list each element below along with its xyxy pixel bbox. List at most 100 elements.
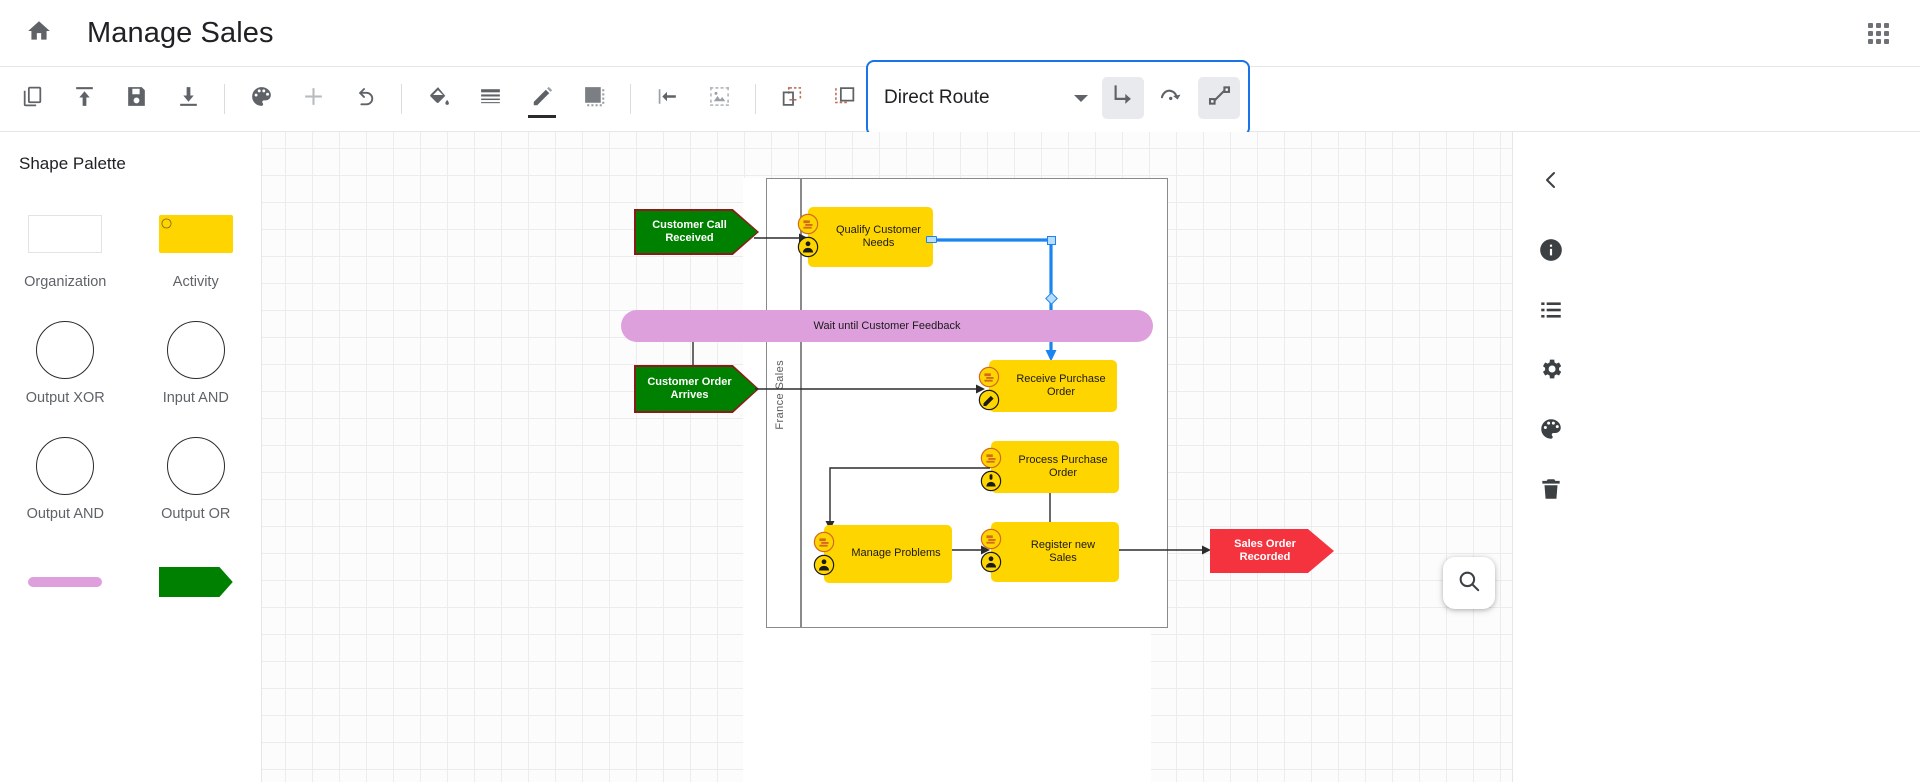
orthogonal-route-icon bbox=[1110, 82, 1137, 114]
bring-forward-button[interactable] bbox=[822, 77, 866, 121]
theme-palette-button[interactable] bbox=[239, 77, 283, 121]
delete-button[interactable] bbox=[1525, 465, 1577, 517]
document-badge-icon bbox=[980, 447, 1002, 469]
page-title: Manage Sales bbox=[87, 16, 274, 49]
palette-item-label: Activity bbox=[172, 274, 219, 290]
send-backward-button[interactable] bbox=[770, 77, 814, 121]
machine-badge-icon bbox=[980, 470, 1002, 492]
copy-button[interactable] bbox=[10, 77, 54, 121]
person-badge-icon bbox=[813, 554, 835, 576]
collapse-panel-button[interactable] bbox=[1525, 156, 1577, 208]
document-badge-icon bbox=[813, 531, 835, 553]
shadow-button[interactable] bbox=[572, 77, 616, 121]
activity-qualify-customer-needs[interactable]: Qualify Customer Needs bbox=[797, 207, 933, 267]
palette-item-input-and[interactable]: Input AND bbox=[131, 308, 262, 412]
pencil-icon bbox=[530, 84, 555, 114]
add-button[interactable] bbox=[291, 77, 335, 121]
insert-image-button[interactable] bbox=[697, 77, 741, 121]
shape-palette-panel: Shape Palette Organization bbox=[0, 132, 262, 782]
activity-label: Receive Purchase Order bbox=[1016, 372, 1106, 398]
activity-label: Manage Problems bbox=[851, 547, 941, 560]
activity-badges bbox=[813, 531, 835, 576]
fill-color-icon bbox=[426, 84, 451, 114]
connector-order-to-receive[interactable] bbox=[755, 383, 990, 395]
palette-item-event[interactable] bbox=[131, 540, 262, 628]
selected-connector[interactable] bbox=[926, 232, 1070, 372]
circle-shape-icon bbox=[166, 314, 225, 386]
save-icon bbox=[124, 84, 149, 114]
bar-shape-icon bbox=[28, 546, 103, 618]
palette-icon bbox=[1538, 416, 1564, 447]
bring-forward-icon bbox=[832, 84, 857, 114]
list-button[interactable] bbox=[1525, 286, 1577, 338]
curved-route-button[interactable] bbox=[1150, 77, 1192, 119]
palette-icon bbox=[249, 84, 274, 114]
route-control-panel: Direct Route bbox=[866, 60, 1250, 136]
activity-badges bbox=[980, 528, 1002, 573]
undo-icon bbox=[353, 84, 378, 114]
person-badge-icon bbox=[980, 551, 1002, 573]
connector-register-to-recorded[interactable] bbox=[1119, 544, 1219, 556]
fill-color-button[interactable] bbox=[416, 77, 460, 121]
diagram-canvas[interactable]: France Sales Customer Call Received bbox=[262, 132, 1512, 782]
activity-receive-purchase-order[interactable]: Receive Purchase Order bbox=[978, 360, 1117, 412]
chevron-down-icon bbox=[1074, 94, 1088, 102]
activity-label: Process Purchase Order bbox=[1018, 453, 1108, 479]
shape-palette-grid: Organization Activity Output XOR bbox=[0, 192, 261, 628]
settings-button[interactable] bbox=[1525, 345, 1577, 397]
event-customer-call-received[interactable]: Customer Call Received bbox=[634, 209, 759, 255]
line-style-button[interactable] bbox=[468, 77, 512, 121]
route-type-dropdown[interactable]: Direct Route bbox=[884, 76, 1096, 120]
event-customer-order-arrives[interactable]: Customer Order Arrives bbox=[634, 365, 759, 413]
activity-register-new-sales[interactable]: Register new Sales bbox=[980, 522, 1119, 582]
circle-shape-icon bbox=[36, 314, 95, 386]
organization-shape-icon bbox=[28, 198, 103, 270]
right-tool-rail bbox=[1443, 132, 1920, 782]
align-left-button[interactable] bbox=[645, 77, 689, 121]
palette-item-output-and[interactable]: Output AND bbox=[0, 424, 131, 528]
undo-button[interactable] bbox=[343, 77, 387, 121]
apps-menu-button[interactable] bbox=[1858, 13, 1898, 53]
connector-source-handle[interactable] bbox=[926, 236, 937, 243]
theme-button[interactable] bbox=[1525, 405, 1577, 457]
palette-item-output-xor[interactable]: Output XOR bbox=[0, 308, 131, 412]
route-type-value: Direct Route bbox=[884, 87, 990, 108]
shape-palette-title: Shape Palette bbox=[19, 154, 126, 173]
home-icon bbox=[26, 18, 52, 49]
toolbar-divider bbox=[401, 84, 402, 114]
direct-route-button[interactable] bbox=[1198, 77, 1240, 119]
connector-process-to-manage[interactable] bbox=[824, 462, 999, 534]
activity-manage-problems[interactable]: Manage Problems bbox=[813, 525, 952, 583]
search-icon bbox=[1456, 568, 1482, 599]
event-sales-order-recorded[interactable]: Sales Order Recorded bbox=[1210, 529, 1334, 573]
activity-label: Qualify Customer Needs bbox=[836, 223, 921, 249]
palette-item-output-or[interactable]: Output OR bbox=[131, 424, 262, 528]
connector-manage-to-register[interactable] bbox=[952, 544, 997, 556]
search-fab-button[interactable] bbox=[1443, 557, 1495, 609]
palette-item-wait-bar[interactable] bbox=[0, 540, 131, 628]
palette-item-activity[interactable]: Activity bbox=[131, 192, 262, 296]
line-style-icon bbox=[478, 84, 503, 114]
event-label: Sales Order Recorded bbox=[1234, 538, 1296, 563]
wait-event-label: Wait until Customer Feedback bbox=[813, 320, 961, 332]
pencil-button[interactable] bbox=[520, 77, 564, 121]
save-button[interactable] bbox=[114, 77, 158, 121]
home-button[interactable] bbox=[19, 13, 59, 53]
palette-item-label: Output XOR bbox=[25, 390, 105, 406]
app-header: Manage Sales bbox=[0, 0, 1920, 66]
activity-process-purchase-order[interactable]: Process Purchase Order bbox=[980, 441, 1119, 493]
palette-item-organization[interactable]: Organization bbox=[0, 192, 131, 296]
download-button[interactable] bbox=[166, 77, 210, 121]
circle-shape-icon bbox=[166, 430, 225, 502]
align-left-icon bbox=[655, 84, 680, 114]
direct-route-icon bbox=[1206, 82, 1233, 114]
wait-event-bar[interactable]: Wait until Customer Feedback bbox=[621, 310, 1153, 342]
document-badge-icon bbox=[978, 366, 1000, 388]
upload-button[interactable] bbox=[62, 77, 106, 121]
connector-corner-handle[interactable] bbox=[1047, 236, 1056, 245]
orthogonal-route-button[interactable] bbox=[1102, 77, 1144, 119]
list-icon bbox=[1538, 297, 1564, 328]
info-button[interactable] bbox=[1525, 226, 1577, 278]
gear-icon bbox=[1538, 356, 1564, 387]
